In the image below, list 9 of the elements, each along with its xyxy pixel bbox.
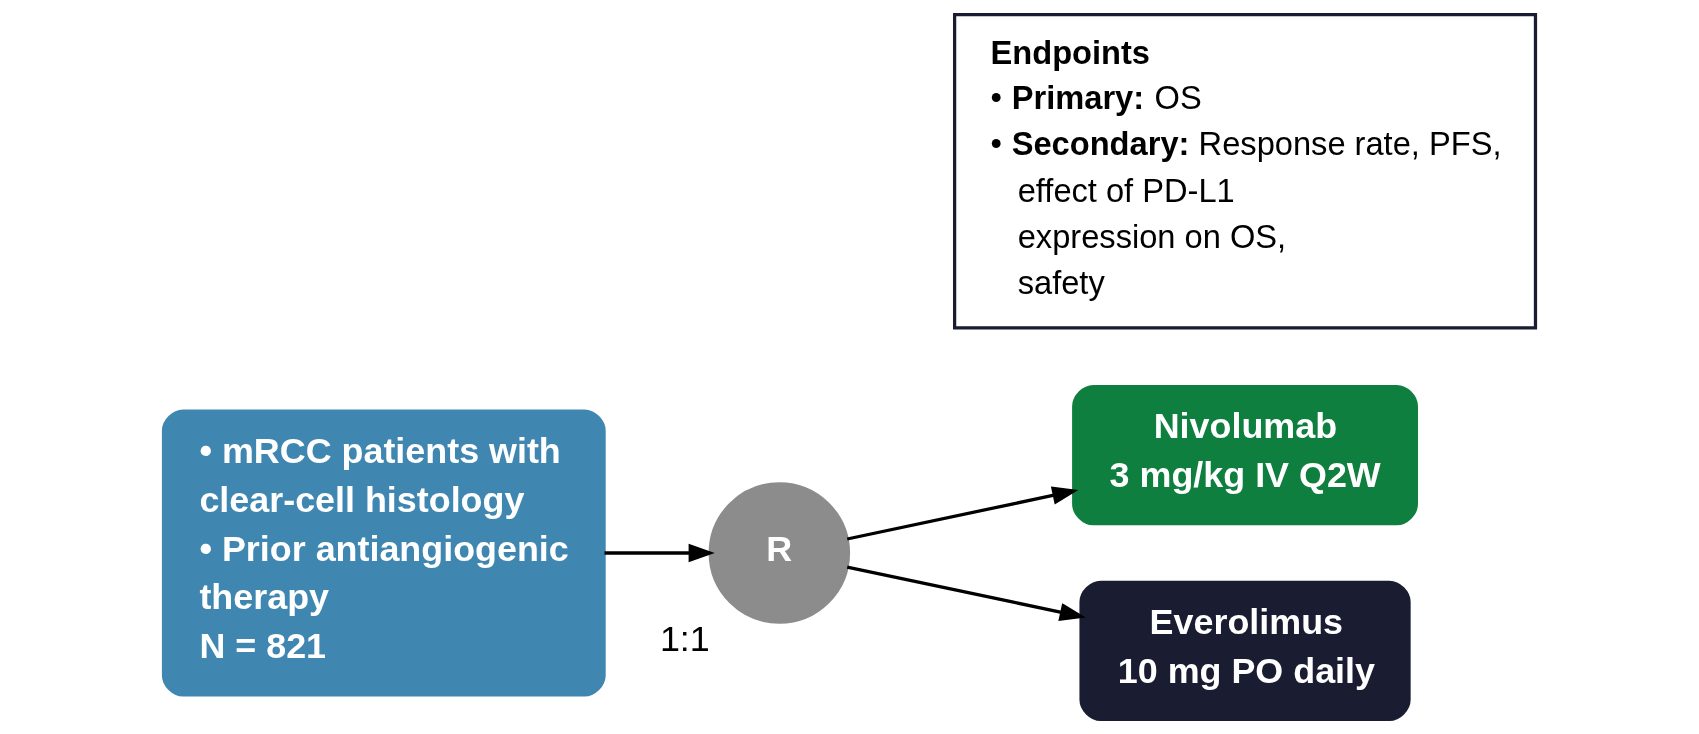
node-circle: R <box>708 482 851 624</box>
arrow <box>604 543 715 563</box>
node-box: • mRCC patients with clear-cell histology • Prior antiangiogenic therapy N = 821 <box>161 409 606 697</box>
node-box: Everolimus 10 mg PO daily <box>1079 580 1411 722</box>
arrow <box>846 565 1086 622</box>
node-box: Endpoints • Primary: OS • Secondary: Response rate, PFS, effect of PD-L1 expression on OS, safety <box>953 12 1538 330</box>
arrow <box>846 486 1079 541</box>
node-box: Nivolumab 3 mg/kg IV Q2W <box>1072 384 1418 526</box>
node-label: 1:1 <box>659 618 710 659</box>
